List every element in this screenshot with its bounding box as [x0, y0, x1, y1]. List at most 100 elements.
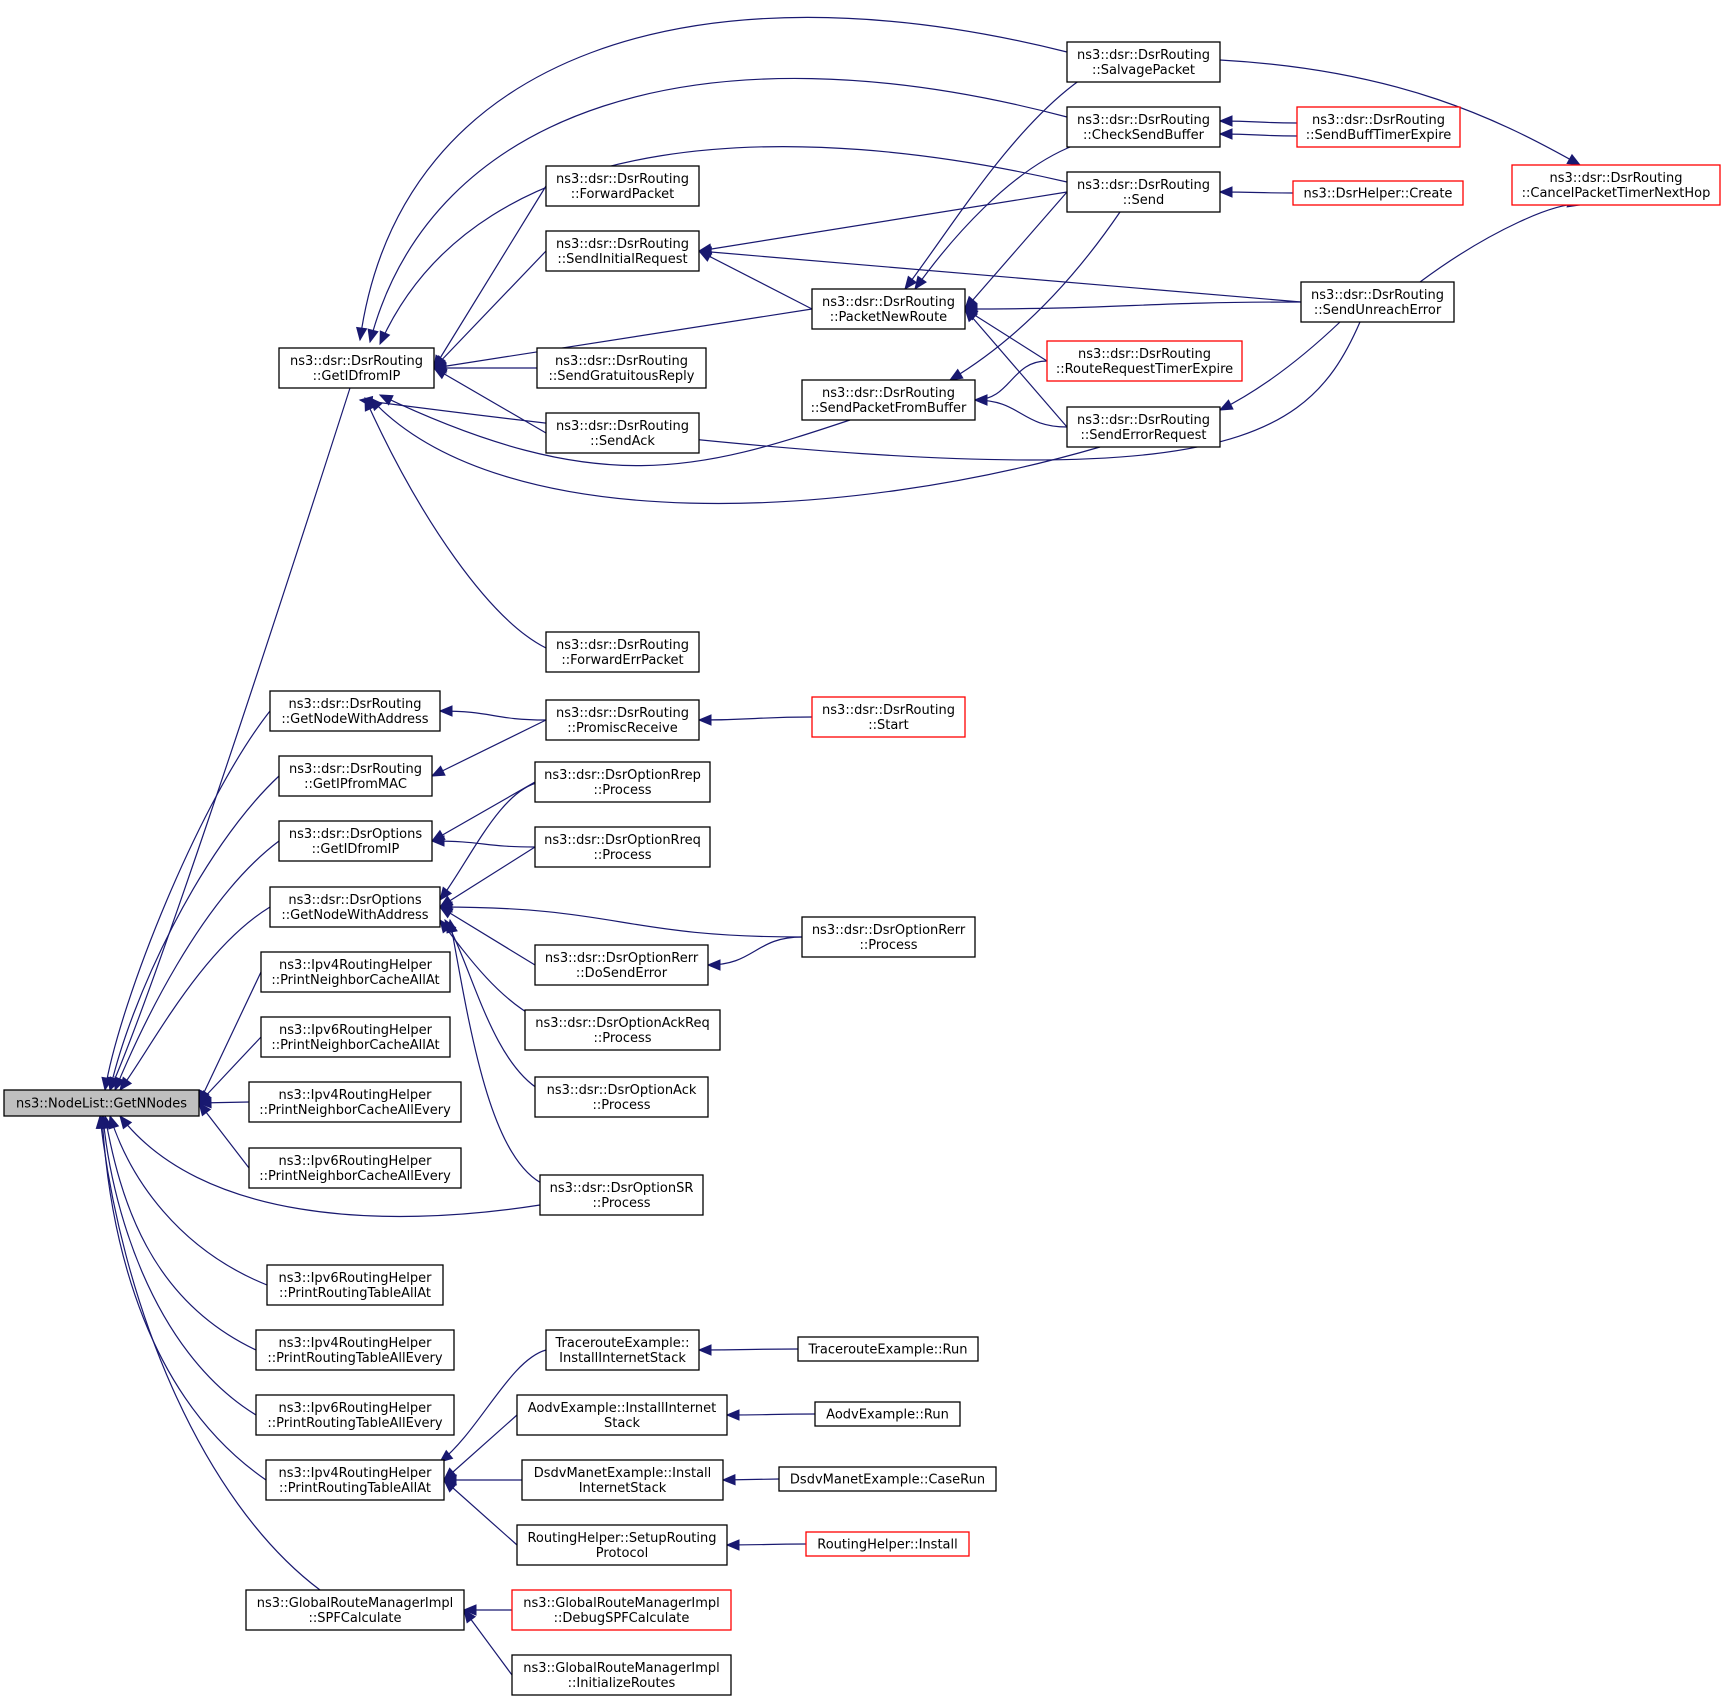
- node-box: [545, 230, 700, 272]
- node-box: [1296, 106, 1461, 148]
- node-box: [778, 1466, 997, 1492]
- node-label: ::Process: [592, 1196, 650, 1211]
- node-traceInstall[interactable]: TracerouteExample::InstallInternetStack: [545, 1329, 700, 1371]
- node-getIPMac[interactable]: ns3::dsr::DsrRouting::GetIPfromMAC: [278, 755, 433, 797]
- node-doSendErr[interactable]: ns3::dsr::DsrOptionRerr::DoSendError: [534, 944, 709, 986]
- edge-optGetID-rreq: [430, 835, 536, 848]
- node-v6NbrAt[interactable]: ns3::Ipv6RoutingHelper::PrintNeighborCac…: [260, 1016, 451, 1058]
- node-label: ::SalvagePacket: [1092, 63, 1195, 78]
- node-box: [811, 696, 966, 738]
- arrowhead: [438, 906, 454, 919]
- node-dsdvRun[interactable]: DsdvManetExample::CaseRun: [778, 1466, 997, 1492]
- edge-line: [369, 397, 1101, 505]
- node-ack[interactable]: ns3::dsr::DsrOptionAck::Process: [534, 1076, 709, 1118]
- edge-optGetNode-rreq: [438, 846, 536, 908]
- node-forward[interactable]: ns3::dsr::DsrRouting::ForwardPacket: [545, 165, 700, 207]
- node-cancelTimer[interactable]: ns3::dsr::DsrRouting::CancelPacketTimerN…: [1511, 164, 1721, 206]
- node-sr[interactable]: ns3::dsr::DsrOptionSR::Process: [539, 1174, 704, 1216]
- edge-dsrGetID-checkSend: [367, 77, 1068, 344]
- node-optGetID[interactable]: ns3::dsr::DsrOptions::GetIDfromIP: [278, 820, 433, 862]
- edge-checkSend-buffTimer: [1218, 115, 1298, 127]
- node-box: [545, 412, 700, 454]
- edge-root-optGetID: [114, 840, 280, 1092]
- arrowhead: [197, 1097, 212, 1109]
- edge-line: [444, 919, 541, 1091]
- node-fromBuffer[interactable]: ns3::dsr::DsrRouting::SendPacketFromBuff…: [801, 379, 976, 421]
- node-label: InternetStack: [579, 1481, 667, 1496]
- node-label: ::PrintRoutingTableAllEvery: [267, 1351, 442, 1366]
- node-box: [545, 1329, 700, 1371]
- node-rhInstall[interactable]: RoutingHelper::Install: [805, 1531, 970, 1557]
- arrowhead: [1566, 153, 1582, 166]
- node-label: RoutingHelper::SetupRouting: [527, 1531, 716, 1546]
- edge-dsrGetID-gratReply: [432, 362, 537, 374]
- arrowhead: [378, 394, 394, 406]
- node-rreq[interactable]: ns3::dsr::DsrOptionRreq::Process: [534, 826, 711, 868]
- node-label: ns3::GlobalRouteManagerImpl: [523, 1596, 720, 1611]
- edge-line: [104, 1115, 257, 1351]
- edge-errReq-unreach: [1218, 321, 1341, 411]
- node-label: ns3::dsr::DsrRouting: [290, 354, 423, 369]
- node-v6NbrEvery[interactable]: ns3::Ipv6RoutingHelper::PrintNeighborCac…: [248, 1147, 462, 1189]
- arrowhead: [706, 959, 721, 971]
- edge-line: [1419, 203, 1581, 283]
- node-root[interactable]: ns3::NodeList::GetNNodes: [3, 1089, 200, 1117]
- node-v4NbrAt[interactable]: ns3::Ipv4RoutingHelper::PrintNeighborCac…: [260, 951, 451, 993]
- node-aodvInstall[interactable]: AodvExample::InstallInternetStack: [516, 1394, 728, 1436]
- node-traceRun[interactable]: TracerouteExample::Run: [797, 1336, 979, 1362]
- node-dsdvInstall[interactable]: DsdvManetExample::InstallInternetStack: [521, 1459, 724, 1501]
- node-gratReply[interactable]: ns3::dsr::DsrRouting::SendGratuitousRepl…: [536, 347, 707, 389]
- edge-initReq-send: [697, 191, 1068, 255]
- node-errReq[interactable]: ns3::dsr::DsrRouting::SendErrorRequest: [1066, 406, 1221, 448]
- node-box: [260, 1016, 451, 1058]
- node-box: [245, 1589, 465, 1631]
- node-v4RtEvery[interactable]: ns3::Ipv4RoutingHelper::PrintRoutingTabl…: [255, 1329, 455, 1371]
- node-box: [811, 288, 966, 330]
- edge-root-spf: [95, 1114, 321, 1591]
- node-spf[interactable]: ns3::GlobalRouteManagerImpl::SPFCalculat…: [245, 1589, 465, 1631]
- node-optGetNode[interactable]: ns3::dsr::DsrOptions::GetNodeWithAddress: [269, 886, 441, 928]
- node-newRoute[interactable]: ns3::dsr::DsrRouting::PacketNewRoute: [811, 288, 966, 330]
- node-routingGetNode[interactable]: ns3::dsr::DsrRouting::GetNodeWithAddress: [269, 690, 441, 732]
- node-dsrGetID[interactable]: ns3::dsr::DsrRouting::GetIDfromIP: [278, 347, 435, 389]
- edge-line: [463, 1609, 513, 1676]
- node-v4NbrEvery[interactable]: ns3::Ipv4RoutingHelper::PrintNeighborCac…: [248, 1081, 462, 1123]
- node-box: [248, 1147, 462, 1189]
- node-v6RtAt[interactable]: ns3::Ipv6RoutingHelper::PrintRoutingTabl…: [266, 1264, 444, 1306]
- node-send[interactable]: ns3::dsr::DsrRouting::Send: [1066, 171, 1221, 213]
- node-label: ns3::dsr::DsrRouting: [556, 419, 689, 434]
- edge-line: [359, 16, 1068, 341]
- node-unreach[interactable]: ns3::dsr::DsrRouting::SendUnreachError: [1300, 281, 1455, 323]
- node-rreqTimer[interactable]: ns3::dsr::DsrRouting::RouteRequestTimerE…: [1046, 340, 1243, 382]
- edge-line: [431, 840, 536, 848]
- node-label: DsdvManetExample::CaseRun: [790, 1473, 985, 1488]
- node-checkSend[interactable]: ns3::dsr::DsrRouting::CheckSendBuffer: [1066, 106, 1221, 148]
- node-label: ::PacketNewRoute: [830, 310, 947, 325]
- node-initRoutes[interactable]: ns3::GlobalRouteManagerImpl::InitializeR…: [511, 1654, 732, 1696]
- node-debugSpf[interactable]: ns3::GlobalRouteManagerImpl::DebugSPFCal…: [511, 1589, 732, 1631]
- node-rerrProc[interactable]: ns3::dsr::DsrOptionRerr::Process: [801, 916, 976, 958]
- node-start[interactable]: ns3::dsr::DsrRouting::Start: [811, 696, 966, 738]
- edge-initReq-newRoute: [697, 250, 813, 310]
- node-v4RtAt[interactable]: ns3::Ipv4RoutingHelper::PrintRoutingTabl…: [265, 1459, 445, 1501]
- node-box: [521, 1459, 724, 1501]
- edge-optGetNode-doSendErr: [438, 906, 536, 966]
- edge-line: [379, 394, 851, 467]
- node-buffTimer[interactable]: ns3::dsr::DsrRouting::SendBuffTimerExpir…: [1296, 106, 1461, 148]
- node-promisc[interactable]: ns3::dsr::DsrRouting::PromiscReceive: [545, 699, 700, 741]
- node-fwdErr[interactable]: ns3::dsr::DsrRouting::ForwardErrPacket: [545, 631, 700, 673]
- node-salvage[interactable]: ns3::dsr::DsrRouting::SalvagePacket: [1066, 41, 1221, 83]
- edge-line: [99, 1115, 321, 1591]
- node-helperCreate[interactable]: ns3::DsrHelper::Create: [1292, 180, 1464, 206]
- node-layer: ns3::NodeList::GetNNodes ns3::dsr::DsrRou…: [3, 41, 1721, 1696]
- node-v6RtEvery[interactable]: ns3::Ipv6RoutingHelper::PrintRoutingTabl…: [255, 1394, 455, 1436]
- node-initReq[interactable]: ns3::dsr::DsrRouting::SendInitialRequest: [545, 230, 700, 272]
- node-ackReq[interactable]: ns3::dsr::DsrOptionAckReq::Process: [524, 1009, 721, 1051]
- node-rrep[interactable]: ns3::dsr::DsrOptionRrep::Process: [534, 761, 711, 803]
- arrowhead: [1218, 115, 1233, 127]
- edge-line: [914, 144, 1076, 290]
- edge-line: [119, 1115, 541, 1218]
- node-aodvRun[interactable]: AodvExample::Run: [814, 1401, 961, 1427]
- node-sendAck[interactable]: ns3::dsr::DsrRouting::SendAck: [545, 412, 700, 454]
